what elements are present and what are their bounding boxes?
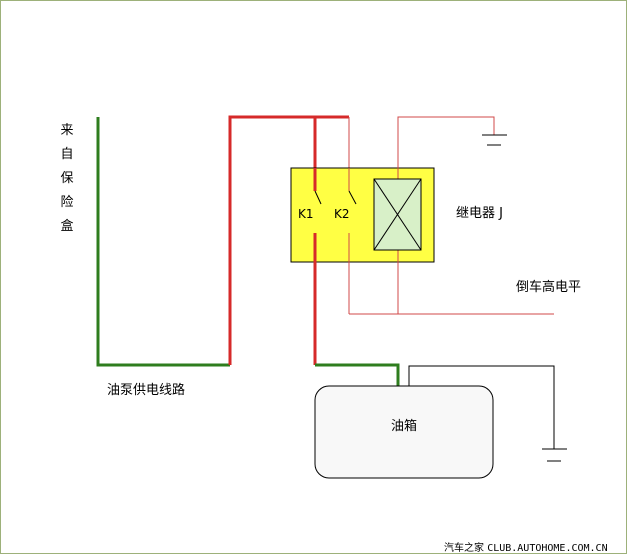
ground-symbol-relay xyxy=(482,134,507,146)
red-wire-pump-supply xyxy=(228,115,349,365)
k1-switch-blade xyxy=(314,190,322,205)
k2-label: K2 xyxy=(334,207,350,221)
relay-label: 继电器 J xyxy=(456,206,503,221)
coil-cross-b xyxy=(373,178,422,251)
k2-switch-blade xyxy=(348,190,357,205)
source-fuse-box-label: 来自保险盒 xyxy=(60,123,74,234)
pump-line-label: 油泵供电线路 xyxy=(107,383,186,398)
green-wire-tank xyxy=(315,363,400,386)
k1-label: K1 xyxy=(298,207,314,221)
ground-symbol-tank xyxy=(542,448,567,462)
tank-ground-wire xyxy=(408,365,555,449)
coil-ground-wire xyxy=(397,116,495,179)
reverse-level-label: 倒车高电平 xyxy=(516,280,582,295)
fuel-tank xyxy=(314,385,494,479)
watermark-site: CLUB.AUTOHOME.COM.CN xyxy=(487,543,608,554)
watermark: 汽车之家 CLUB.AUTOHOME.COM.CN xyxy=(444,539,608,554)
green-wire-source xyxy=(96,117,230,367)
watermark-brand: 汽车之家 xyxy=(444,543,484,554)
tank-label: 油箱 xyxy=(391,419,418,434)
